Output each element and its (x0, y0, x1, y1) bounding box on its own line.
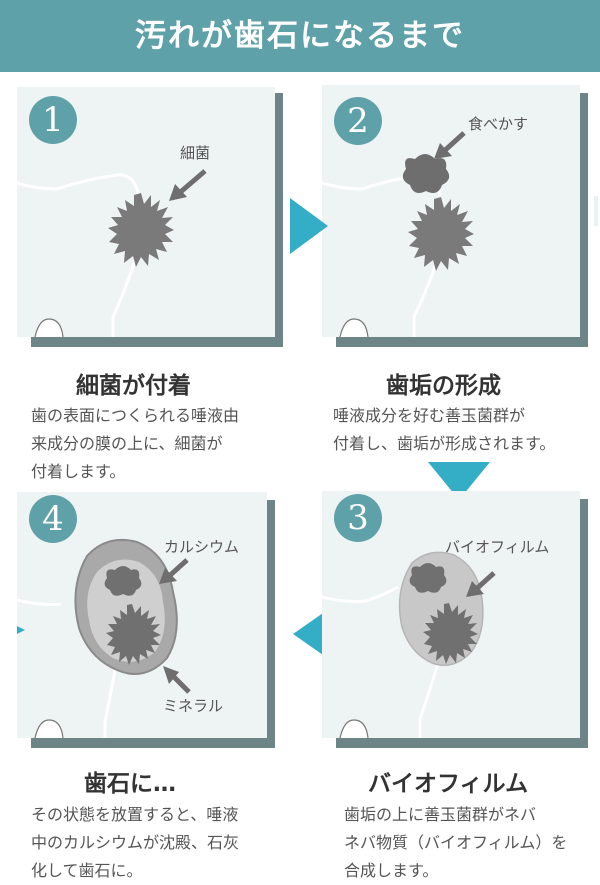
step-4-illustration: 4 カルシウム ミネラル (17, 492, 275, 748)
step-4-title: 歯石に… (84, 771, 176, 797)
edge-marker-icon (594, 196, 598, 226)
biofilm-label: バイオフィルム (445, 538, 550, 556)
bacteria-icon (106, 604, 161, 665)
mineral-label: ミネラル (163, 697, 224, 715)
step-1-title: 細菌が付着 (76, 373, 191, 399)
page-title: 汚れが歯石になるまで (0, 0, 600, 72)
step-2-illustration: 2 食べかす (322, 85, 588, 347)
step-2-title: 歯垢の形成 (386, 373, 501, 399)
food-debris-label: 食べかす (468, 115, 529, 133)
bacteria-icon (408, 197, 474, 271)
arrow-down-icon (428, 462, 490, 500)
step-number: 1 (29, 96, 77, 144)
step-3-description: 歯垢の上に善玉菌群がネバ ネバ物質（バイオフィルム）を 合成します。 (344, 805, 568, 880)
bacteria-icon (108, 193, 174, 267)
step-3-title: バイオフィルム (368, 771, 529, 797)
bacteria-label: 細菌 (180, 144, 211, 162)
step-number: 3 (334, 494, 382, 542)
bacteria-icon (423, 603, 478, 664)
arrow-right-icon (290, 198, 328, 254)
step-1-illustration: 1 細菌 (17, 87, 283, 347)
food-debris-icon (402, 154, 450, 193)
step-3-illustration: 3 バイオフィルム (322, 491, 588, 748)
step-4-description: その状態を放置すると、唾液 中のカルシウムが沈殿、石灰 化して歯石に。 (31, 805, 240, 880)
step-1-description: 歯の表面につくられる唾液由 来成分の膜の上に、細菌が 付着します。 (31, 406, 240, 481)
step-number: 2 (334, 97, 382, 145)
calcium-label: カルシウム (164, 538, 240, 556)
step-number: 4 (29, 495, 77, 543)
step-2-description: 唾液成分を好む善玉菌群が 付着し、歯垢が形成されます。 (333, 406, 556, 453)
